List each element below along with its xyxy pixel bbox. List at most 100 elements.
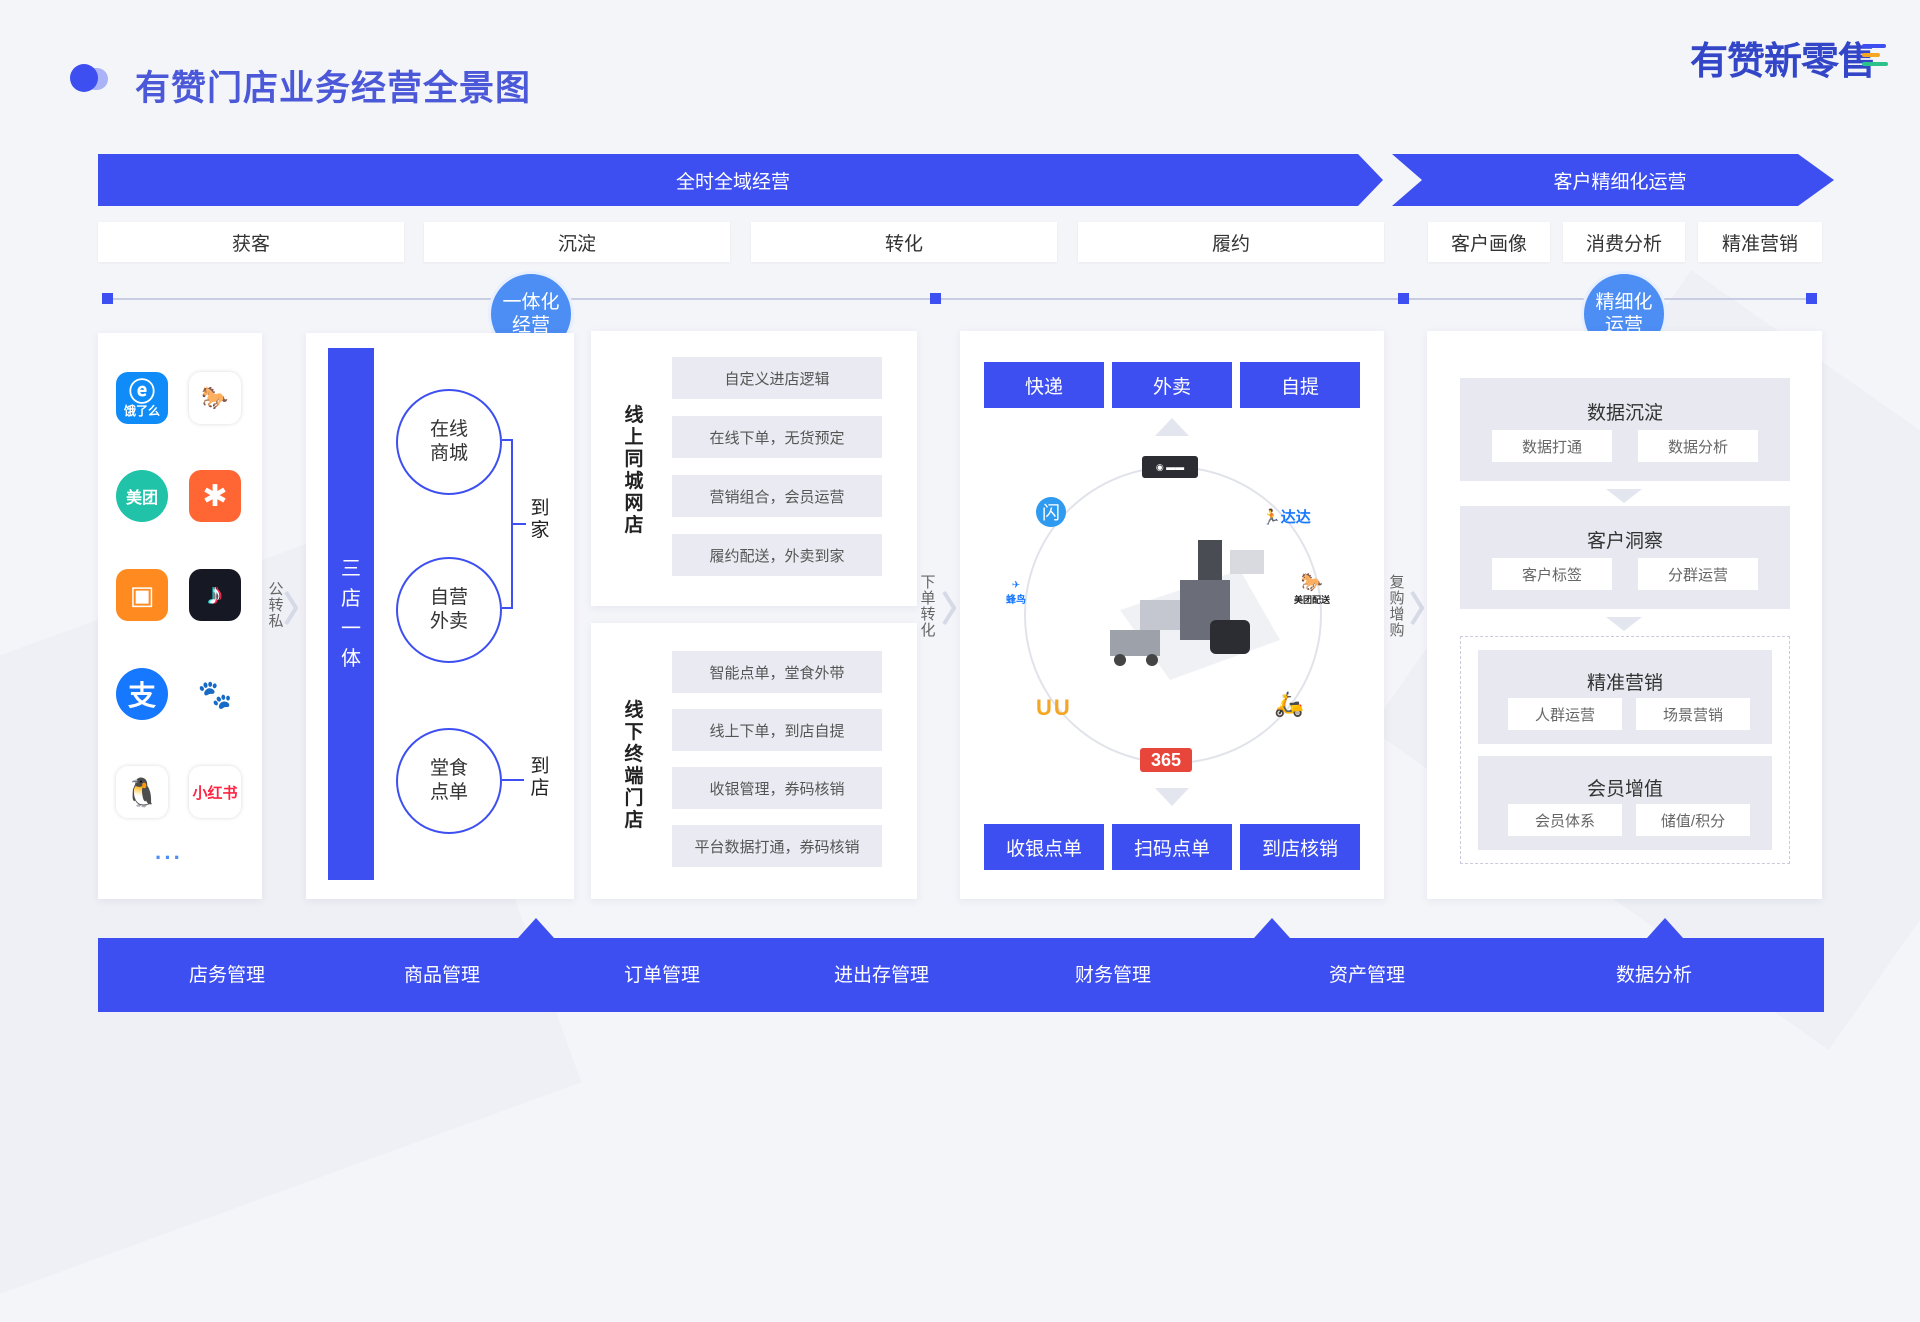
arrow-banner-omnichannel: [98, 154, 1383, 206]
logistics-illustration-icon: [1110, 540, 1280, 680]
scan-order-button: 扫码点单: [1112, 824, 1232, 870]
marketing-group-box: [1460, 636, 1790, 864]
partner-label: 365: [1150, 749, 1182, 770]
baidu-icon: 🐾: [189, 668, 241, 720]
stage-label: 转化: [751, 222, 1057, 262]
badge-line: 运营: [1604, 315, 1643, 336]
chevron-right-icon: [1410, 590, 1424, 626]
logo-bars-icon: [1862, 44, 1890, 70]
finance-management-label: 财务管理: [1075, 965, 1152, 986]
online-feature: 营销组合，会员运营: [672, 475, 882, 517]
app-label: 饿了么: [123, 404, 160, 418]
caret-down-icon: [1606, 617, 1642, 631]
caret-up-icon: [1155, 418, 1189, 436]
asset-management-label: 资产管理: [1329, 965, 1406, 986]
meituan-delivery-icon: 🐎美团配送: [1294, 572, 1331, 605]
express-delivery-button: 快递: [984, 362, 1104, 408]
offline-feature: 智能点单，堂食外带: [672, 651, 882, 693]
chevron-right-icon: [284, 590, 298, 626]
courier-icon: 🛵: [1274, 691, 1304, 718]
online-feature: 履约配送，外卖到家: [672, 534, 882, 576]
dianping-icon: ✱: [189, 470, 241, 522]
uu-paotui-icon: UU: [1036, 695, 1072, 721]
online-feature: 在线下单，无货预定: [672, 416, 882, 458]
store-management-label: 店务管理: [189, 965, 266, 986]
brand-logo: 有赞新零售: [1690, 41, 1876, 83]
bottom-bar-notch: [1647, 918, 1683, 938]
section-title: 会员增值: [1586, 779, 1663, 800]
precision-marketing-section: 精准营销 人群运营 场景营销: [1478, 650, 1772, 744]
section-title: 客户洞察: [1586, 531, 1663, 552]
online-feature: 自定义进店逻辑: [672, 357, 882, 399]
management-bar: [98, 938, 1824, 1012]
partner-label: 美团配送: [1294, 595, 1331, 605]
bottom-bar-notch: [1254, 918, 1290, 938]
title-dot: [70, 64, 98, 92]
repurchase-label: 复购增购: [1389, 574, 1405, 639]
app-label: 小红书: [192, 784, 238, 802]
inventory-management-label: 进出存管理: [834, 965, 930, 986]
dada-icon: 🏃达达: [1262, 509, 1311, 526]
connector-line: [502, 779, 524, 781]
arrow-label: 全时全域经营: [675, 172, 790, 193]
timeline-line: [104, 298, 1810, 300]
feature-chip: 人群运营: [1508, 698, 1622, 730]
stage-label: 精准营销: [1698, 222, 1822, 262]
feature-chip: 储值/积分: [1636, 804, 1750, 836]
timeline-marker: [1806, 293, 1817, 304]
feature-chip: 客户标签: [1492, 558, 1612, 590]
more-apps-indicator: ···: [155, 845, 183, 870]
arrow-label: 客户精细化运营: [1553, 172, 1687, 193]
arrow-banner-customer-ops: [1392, 154, 1834, 206]
sf-express-icon: ◉ ▬▬: [1142, 456, 1198, 478]
fengniao-icon: ✈蜂鸟: [1006, 580, 1026, 606]
ring-label: 堂食点单: [429, 758, 468, 803]
section-title: 精准营销: [1586, 673, 1663, 694]
order-conversion-label: 下单转化: [920, 574, 936, 639]
stage-label: 消费分析: [1563, 222, 1685, 262]
order-management-label: 订单管理: [624, 965, 701, 986]
stage-label: 沉淀: [424, 222, 730, 262]
self-delivery-ring: 自营外卖: [396, 557, 502, 663]
stage-label: 获客: [98, 222, 404, 262]
feature-chip: 数据打通: [1492, 430, 1612, 462]
xiaohongshu-icon: 小红书: [189, 766, 241, 818]
feature-chip: 数据分析: [1638, 430, 1758, 462]
public-to-private-label: 公转私: [268, 581, 284, 630]
meituan-icon: 美团: [116, 470, 168, 522]
qq-icon: 🐧: [116, 766, 168, 818]
badge-line: 一体化: [502, 292, 560, 313]
timeline-marker: [930, 293, 941, 304]
bottom-bar-notch: [518, 918, 554, 938]
alipay-icon: 支: [116, 668, 168, 720]
online-mall-ring: 在线商城: [396, 389, 502, 495]
partner-label: 达达: [1280, 509, 1311, 526]
shansong-icon: 闪: [1036, 497, 1066, 527]
bracket-connector: [502, 439, 526, 609]
app-label: 美团: [125, 490, 158, 507]
stage-label: 履约: [1078, 222, 1384, 262]
offline-feature: 平台数据打通，券码核销: [672, 825, 882, 867]
meituan-waimai-icon: 🐎: [189, 372, 241, 424]
douyin-icon: ♪: [189, 569, 241, 621]
to-store-label: 到店: [530, 756, 550, 799]
caret-down-icon: [1606, 489, 1642, 503]
chevron-right-icon: [942, 590, 956, 626]
membership-section: 会员增值 会员体系 储值/积分: [1478, 756, 1772, 850]
instore-redeem-button: 到店核销: [1240, 824, 1360, 870]
timeline-marker: [102, 293, 113, 304]
timeline-marker: [1398, 293, 1409, 304]
cashier-order-button: 收银点单: [984, 824, 1104, 870]
vbar-label: 三店一体: [341, 558, 361, 670]
customer-insight-section: 客户洞察 客户标签 分群运营: [1460, 506, 1790, 609]
takeout-button: 外卖: [1112, 362, 1232, 408]
badge-line: 经营: [511, 315, 550, 336]
product-management-label: 商品管理: [404, 965, 481, 986]
online-store-label: 线上同城网店: [624, 405, 644, 536]
partner-label: UU: [1036, 695, 1072, 720]
data-analysis-label: 数据分析: [1616, 965, 1693, 986]
to-home-label: 到家: [530, 498, 550, 541]
offline-feature: 收银管理，券码核销: [672, 767, 882, 809]
section-title: 数据沉淀: [1586, 403, 1663, 424]
